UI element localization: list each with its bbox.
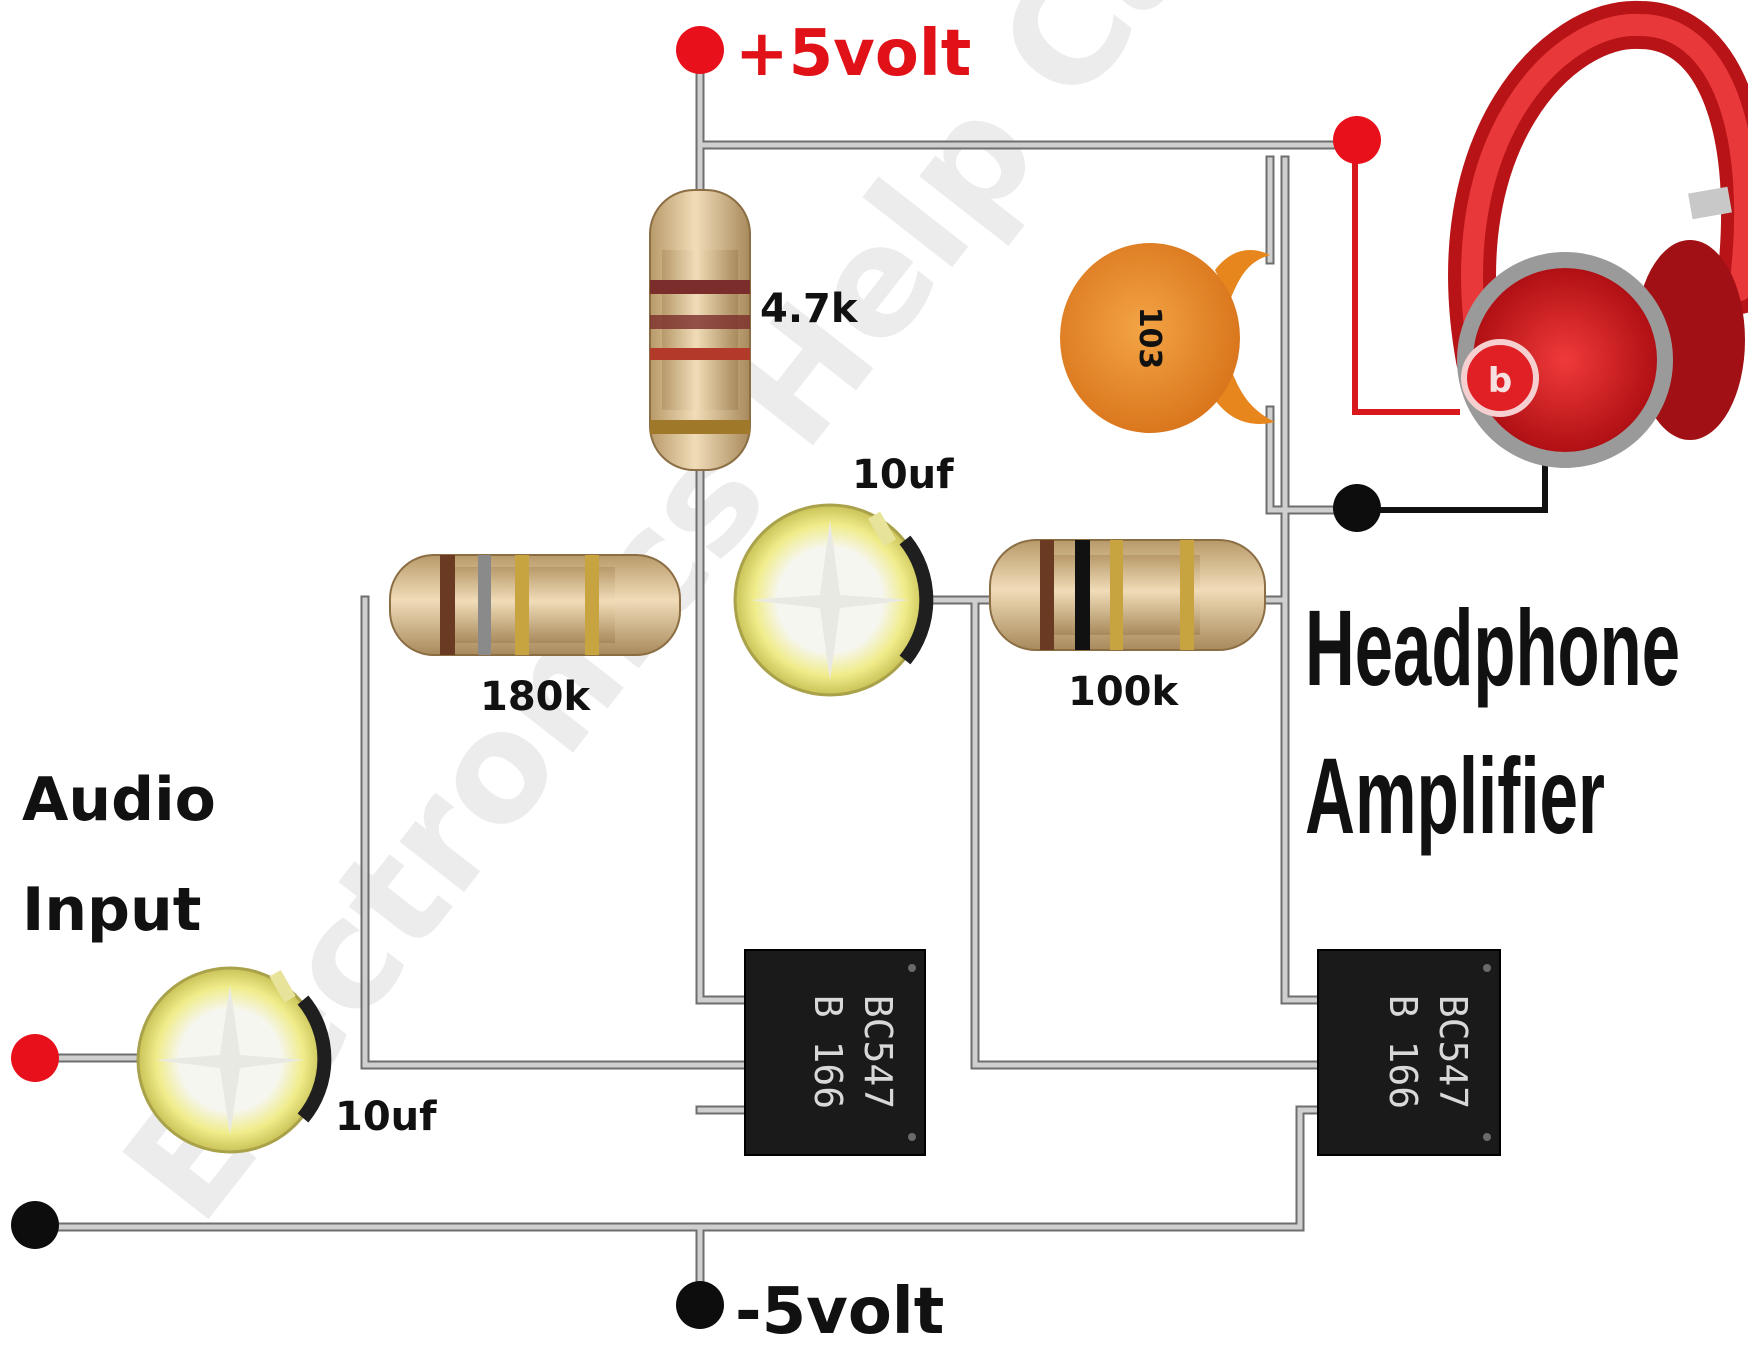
capacitor-input <box>136 966 332 1154</box>
capacitor-ceramic: 103 <box>1060 243 1275 433</box>
terminals <box>11 26 1381 1329</box>
audio-input-label-line1: Audio <box>22 765 216 835</box>
headphone-negative-terminal-icon[interactable] <box>1333 484 1381 532</box>
r1-value-label: 4.7k <box>760 286 859 332</box>
audio-input-terminal-icon[interactable] <box>11 1034 59 1082</box>
transistor-q2: BC547 B 166 <box>1317 949 1501 1156</box>
headphone-positive-terminal-icon[interactable] <box>1333 116 1381 164</box>
q1-marking-line2: B 166 <box>806 995 850 1109</box>
title-line2: Amplifier <box>1305 735 1605 856</box>
title-line1: Headphone <box>1305 587 1680 708</box>
resistor-r2 <box>389 554 681 656</box>
transistor-q1: BC547 B 166 <box>744 949 926 1156</box>
capacitor-coupling <box>733 503 934 697</box>
ground-terminal-icon[interactable] <box>11 1201 59 1249</box>
r3-value-label: 100k <box>1068 669 1179 715</box>
headphone-logo: b <box>1488 361 1512 401</box>
headphone-leads <box>1352 145 1548 513</box>
headphones-icon: b <box>1448 0 1748 468</box>
audio-input-label-line2: Input <box>22 875 201 945</box>
resistor-r1 <box>649 189 751 471</box>
resistor-r3 <box>989 539 1266 651</box>
input-cap-value-label: 10uf <box>335 1094 437 1140</box>
q2-marking-line1: BC547 <box>1431 995 1475 1109</box>
positive-supply-label: +5volt <box>735 17 971 91</box>
negative-supply-label: -5volt <box>735 1275 944 1347</box>
positive-supply-terminal-icon[interactable] <box>676 26 724 74</box>
negative-supply-terminal-icon[interactable] <box>676 1281 724 1329</box>
q1-marking-line1: BC547 <box>856 995 900 1109</box>
coupling-cap-value-label: 10uf <box>852 452 954 498</box>
q2-marking-line2: B 166 <box>1381 995 1425 1109</box>
ceramic-cap-marking: 103 <box>1132 307 1167 370</box>
r2-value-label: 180k <box>480 674 591 720</box>
